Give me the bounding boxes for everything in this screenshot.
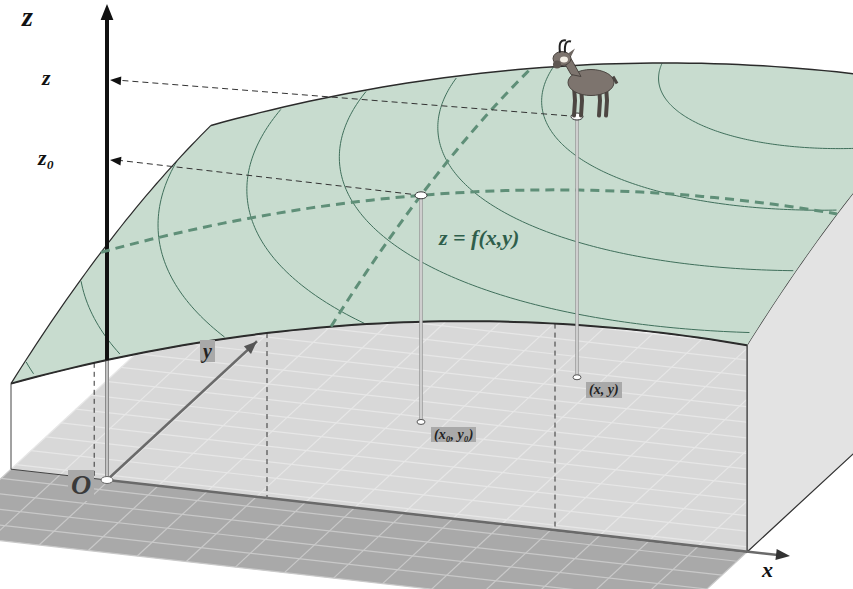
contour-line bbox=[659, 63, 853, 148]
axis-label: x bbox=[762, 558, 773, 582]
drop-line bbox=[420, 195, 421, 422]
section-curve bbox=[101, 190, 837, 252]
contour-line bbox=[81, 281, 120, 354]
contour-line bbox=[158, 161, 225, 337]
chamois-muzzle bbox=[553, 61, 561, 69]
surface-point bbox=[415, 192, 427, 199]
origin-label: O bbox=[68, 470, 94, 501]
projection-dashed-line bbox=[94, 363, 95, 479]
contour-line bbox=[542, 67, 837, 210]
x-axis-arrowhead bbox=[775, 549, 790, 560]
origin-point bbox=[101, 477, 113, 484]
drop-line bbox=[419, 195, 423, 422]
drop-line bbox=[576, 117, 577, 378]
level-label: z₀ bbox=[38, 146, 54, 170]
level-label: z bbox=[42, 66, 51, 90]
axis-label: y bbox=[200, 340, 215, 362]
point-label: (x₀, y₀) bbox=[431, 427, 476, 442]
axis-label: z bbox=[22, 2, 33, 33]
surface-back-edge bbox=[211, 63, 853, 125]
surface bbox=[11, 63, 853, 384]
level-arrowhead bbox=[110, 157, 121, 166]
surface-front-edge bbox=[11, 321, 747, 383]
contour-line bbox=[26, 362, 33, 374]
x-axis bbox=[107, 480, 778, 555]
chamois-ear bbox=[568, 49, 575, 57]
grid-line bbox=[0, 534, 677, 589]
z-axis-arrowhead bbox=[101, 4, 114, 20]
level-dashed-line bbox=[116, 80, 577, 117]
function-label: z = f(x,y) bbox=[436, 226, 522, 250]
level-arrowhead bbox=[110, 76, 121, 85]
z-axis bbox=[105, 14, 109, 360]
surface-side-edge bbox=[11, 125, 211, 383]
chamois-cheek bbox=[560, 57, 568, 63]
point-label: (x, y) bbox=[586, 382, 622, 397]
z-axis-hidden bbox=[105, 360, 109, 480]
level-dashed-line bbox=[116, 160, 421, 195]
contour-line bbox=[339, 91, 749, 332]
chamois-tail bbox=[613, 77, 617, 84]
drop-line bbox=[575, 117, 579, 378]
base-point bbox=[417, 419, 425, 424]
z-axis-hidden bbox=[106, 360, 107, 480]
section-curve bbox=[331, 68, 531, 326]
projection-dashed-line bbox=[267, 333, 268, 498]
projection-dashed-line bbox=[555, 324, 556, 531]
base-point bbox=[573, 375, 581, 380]
chamois-figure bbox=[553, 40, 617, 115]
chamois-horn bbox=[565, 41, 571, 52]
y-axis-arrowhead bbox=[244, 341, 257, 354]
y-axis bbox=[107, 341, 257, 480]
